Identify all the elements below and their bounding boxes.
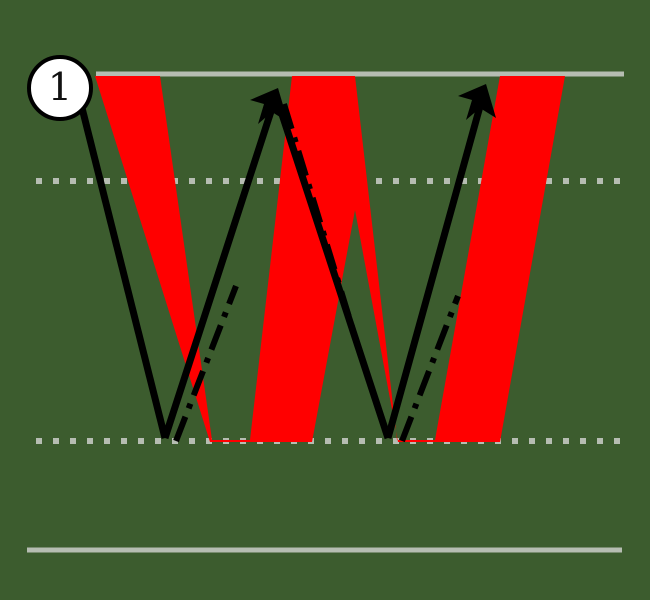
step-marker-1[interactable]: 1 [27, 55, 93, 121]
stroke-dash-hints [173, 103, 461, 443]
stroke-1-up-path-2 [384, 91, 488, 439]
stroke-arrowheads [250, 84, 496, 124]
step-marker-label: 1 [47, 65, 73, 109]
stroke-1-up-path [161, 94, 280, 440]
stroke-1-path [74, 91, 169, 439]
stroke-dashed-segment-3 [399, 294, 461, 443]
arrowhead-top-right [458, 84, 496, 120]
stroke-dashed-segment-2 [281, 103, 359, 341]
arrowhead-top-middle [250, 88, 288, 124]
